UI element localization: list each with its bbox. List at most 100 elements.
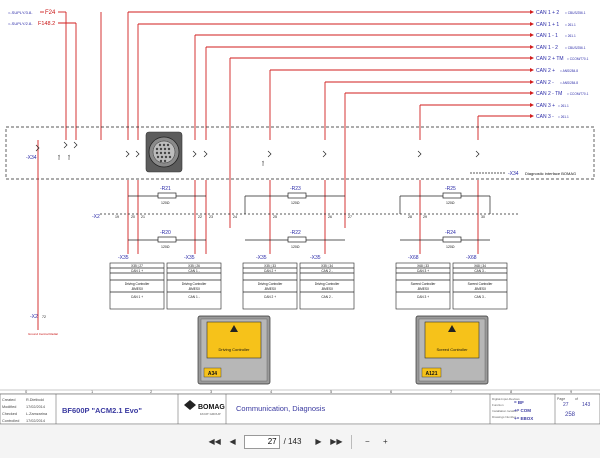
resistor-r24-name: -R24 — [445, 230, 456, 236]
connector-tag-right: -X68 — [466, 255, 477, 261]
svg-text:X68 | 33: X68 | 33 — [417, 264, 429, 268]
svg-text:Drawings Number: Drawings Number — [492, 415, 516, 419]
zoom-out-button[interactable]: − — [365, 437, 370, 446]
svg-text:Screed Controller: Screed Controller — [468, 282, 494, 286]
svg-text:Function: Function — [492, 403, 504, 407]
page-number-input[interactable] — [243, 434, 280, 449]
zoom-in-button[interactable]: + — [383, 437, 388, 446]
svg-text:-BMESX: -BMESX — [264, 287, 277, 291]
svg-text:CAN 2 -: CAN 2 - — [321, 295, 332, 299]
can-ref-1: = CBUS/256.1 — [565, 11, 586, 15]
terminal-no-29: 29 — [423, 215, 427, 219]
connector-group-2: -X35 -X35 X35 | 33 CAN 2 + Driving Contr… — [242, 255, 355, 310]
svg-text:6: 6 — [390, 389, 393, 394]
svg-text:CAN 1 -: CAN 1 - — [188, 295, 199, 299]
svg-text:CAN 1 +: CAN 1 + — [131, 295, 143, 299]
terminal-no-30: 30 — [481, 215, 485, 219]
svg-text:BOMAG: BOMAG — [198, 404, 225, 411]
svg-text:R.Dietbold: R.Dietbold — [26, 398, 44, 402]
svg-text:7: 7 — [450, 389, 453, 394]
connector-tag-left: -X68 — [408, 255, 419, 261]
svg-text:Screed Controller: Screed Controller — [411, 282, 437, 286]
ground-terminal: -X2 72 Ground Central Radial — [28, 314, 58, 336]
diag-right-tag: -X34 — [508, 171, 519, 177]
can-label-9: CAN 3 + — [536, 103, 555, 109]
svg-text:CAN 2 +: CAN 2 + — [264, 295, 276, 299]
ground-terminal-note: Ground Central Radial — [28, 332, 58, 336]
can-label-7: CAN 2 - — [536, 80, 554, 86]
can-ref-4: = CBUS/256.1 — [565, 46, 586, 50]
bomag-logo: BOMAG FAYAT GROUP — [184, 400, 225, 416]
svg-text:-BMESX: -BMESX — [321, 287, 334, 291]
previous-page-button[interactable]: ◀ — [229, 437, 236, 446]
can-label-1: CAN 1 + 2 — [536, 10, 559, 16]
svg-text:-BMESX: -BMESX — [188, 287, 201, 291]
terminal-no-25: 25 — [273, 215, 277, 219]
sheet-page: 27 — [563, 402, 569, 408]
supply-label-1: F24 — [45, 10, 56, 16]
svg-text:CAN 3 +: CAN 3 + — [417, 295, 429, 299]
svg-text:5: 5 — [330, 389, 333, 394]
can-label-4: CAN 1 - 2 — [536, 45, 558, 51]
controller-tag: A121 — [426, 371, 438, 377]
pdf-viewer-toolbar: ◀◀ ◀ / 143 ▶ ▶▶ − + — [0, 424, 600, 458]
pin-label-b: X34 — [67, 154, 71, 160]
svg-text:2: 2 — [150, 389, 153, 394]
connector-group-1: -X35 -X35 X35 | 27 CAN 1 + Driving Contr… — [109, 255, 222, 310]
diag-left-tag: -X34 — [26, 155, 37, 161]
can-label-5: CAN 2 + TM — [536, 56, 564, 62]
resistor-r25-value: 120Ω — [446, 201, 455, 205]
can-ref-2: = 261.1 — [565, 23, 576, 27]
resistors: -R21 120Ω -R20 120Ω -R23 120Ω -R22 120Ω … — [157, 186, 462, 249]
svg-text:4: 4 — [270, 389, 273, 394]
sheet-title: Communication, Diagnosis — [236, 404, 325, 413]
svg-text:X35 | 33: X35 | 33 — [264, 264, 276, 268]
resistor-r23-value: 120Ω — [291, 201, 300, 205]
resistor-r20-name: -R20 — [160, 230, 171, 236]
svg-text:-BMESX: -BMESX — [474, 287, 487, 291]
can-label-8: CAN 2 - TM — [536, 91, 562, 97]
last-page-button[interactable]: ▶▶ — [330, 437, 343, 446]
svg-text:-BMESX: -BMESX — [417, 287, 430, 291]
screed-controller-module: Screed Controller A121 — [415, 315, 489, 385]
supply-ref-2: =-SUPLY/2.8- — [8, 21, 33, 26]
can-bus-lines — [127, 10, 534, 214]
terminal-no-20: 20 — [131, 215, 135, 219]
diag-right-text: Diagnostic interface BOMAG — [525, 171, 576, 176]
first-page-button[interactable]: ◀◀ — [208, 437, 221, 446]
can-ref-3: = 261.1 — [565, 34, 576, 38]
next-page-button[interactable]: ▶ — [315, 437, 322, 446]
svg-text:Modified: Modified — [2, 405, 16, 409]
terminal-label: -X2 — [92, 214, 100, 220]
ground-terminal-tag: -X2 — [30, 314, 38, 320]
schematic-sheet: =-SUPLY/3.8- F24 =-SUPLY/2.8- F148.2 — [0, 10, 600, 424]
toolbar-divider — [351, 434, 353, 449]
terminal-no-19: 19 — [115, 215, 119, 219]
warning-icon — [230, 325, 238, 332]
resistor-r22-value: 120Ω — [291, 245, 300, 249]
resistor-r21-value: 120Ω — [161, 201, 170, 205]
sheet-number: 258 — [565, 412, 576, 418]
can-ref-9: = 261.1 — [558, 104, 569, 108]
svg-text:Controlled: Controlled — [2, 419, 19, 423]
svg-text:L.Zamzarina: L.Zamzarina — [26, 412, 48, 416]
can-label-10: CAN 3 - — [536, 114, 554, 120]
resistor-r22-name: -R22 — [290, 230, 301, 236]
svg-text:+= COM: += COM — [514, 408, 531, 413]
svg-text:X35 | 27: X35 | 27 — [131, 264, 143, 268]
resistor-r23-name: -R23 — [290, 186, 301, 192]
supply-label-2: F148.2 — [38, 21, 55, 27]
supply-ref-1: =-SUPLY/3.8- — [8, 10, 33, 15]
svg-text:Digital-Input-Devices: Digital-Input-Devices — [492, 397, 520, 401]
resistor-r25-name: -R25 — [445, 186, 456, 192]
can-labels: CAN 1 + 2 = CBUS/256.1 CAN 1 + 1 = 261.1… — [536, 10, 589, 120]
svg-text:X35 | 34: X35 | 34 — [321, 264, 333, 268]
ground-terminal-pin: 72 — [42, 315, 46, 319]
terminal-no-28: 28 — [408, 215, 412, 219]
controller-tag: A34 — [208, 371, 217, 377]
resistor-r20-value: 120Ω — [161, 245, 170, 249]
terminal-no-22: 22 — [198, 215, 202, 219]
driving-controller-module: Driving Controller A34 — [197, 315, 271, 385]
svg-text:Checked: Checked — [2, 412, 17, 416]
connector-tag-right: -X35 — [184, 255, 195, 261]
